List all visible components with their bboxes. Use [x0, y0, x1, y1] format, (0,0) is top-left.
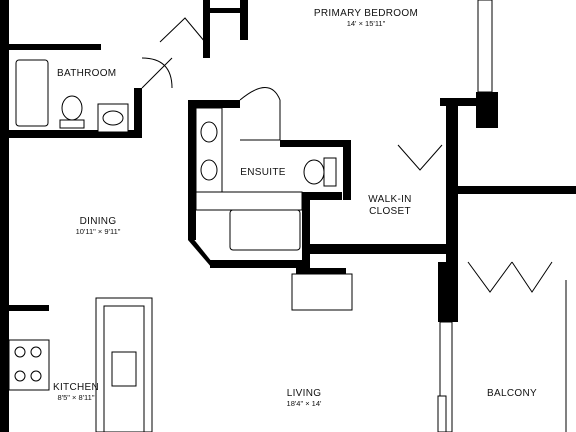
label-walkin: WALK-IN	[368, 194, 411, 205]
label-bathroom: BATHROOM	[57, 68, 116, 79]
label-walkin-closet: CLOSET	[369, 206, 411, 217]
dims-primary-bedroom: 14' × 15'11"	[347, 19, 386, 28]
label-living: LIVING	[287, 388, 322, 399]
dims-living: 18'4" × 14'	[287, 399, 322, 408]
room-labels: BATHROOM PRIMARY BEDROOM 14' × 15'11" EN…	[53, 8, 537, 408]
label-primary-bedroom: PRIMARY BEDROOM	[314, 8, 418, 19]
label-kitchen: KITCHEN	[53, 382, 99, 393]
dims-kitchen: 8'5" × 8'11"	[57, 393, 94, 402]
label-balcony: BALCONY	[487, 388, 537, 399]
dims-dining: 10'11" × 9'11"	[76, 227, 121, 236]
fixtures	[8, 0, 567, 432]
label-ensuite: ENSUITE	[240, 167, 285, 178]
label-dining: DINING	[80, 216, 117, 227]
